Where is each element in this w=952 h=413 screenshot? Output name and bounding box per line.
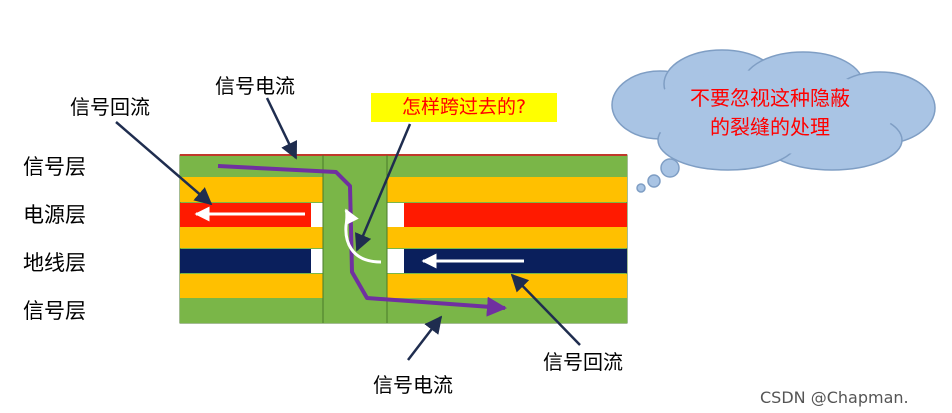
- dielectric-1-left: [180, 177, 323, 202]
- power-plane-gap-right: [387, 203, 404, 227]
- ground-plane-left: [180, 249, 311, 273]
- bubble-tail-large: [660, 158, 680, 178]
- annotation-return-current-bottom: 信号回流: [543, 350, 623, 374]
- ground-plane-gap-left: [311, 249, 323, 273]
- layer-label-signal-top: 信号层: [23, 155, 86, 179]
- question-callout: 怎样跨过去的?: [371, 93, 557, 122]
- pointer-signal-current-bottom: [407, 315, 443, 361]
- bubble-text-line1: 不要忽视这种隐蔽: [690, 86, 850, 110]
- bubble-text-line2: 的裂缝的处理: [710, 115, 830, 139]
- ground-plane-gap-right: [387, 249, 404, 273]
- layer-label-signal-bottom: 信号层: [23, 299, 86, 323]
- signal-current-path: [217, 164, 507, 317]
- power-plane-right: [404, 203, 627, 227]
- pointer-return-current-top: [115, 121, 213, 206]
- bubble-core: [645, 70, 895, 154]
- annotation-signal-current-bottom: 信号电流: [373, 373, 453, 397]
- dielectric-3-left: [180, 274, 323, 298]
- return-current-crossing: [344, 208, 382, 264]
- pointer-return-current-bottom: [510, 273, 581, 346]
- layer-label-power: 电源层: [23, 203, 86, 227]
- watermark: CSDN @Chapman.: [760, 388, 909, 407]
- bubble-tail-small: [636, 183, 646, 193]
- dielectric-2-left: [180, 227, 323, 248]
- annotation-signal-current-top: 信号电流: [215, 74, 295, 98]
- annotation-return-current-top: 信号回流: [70, 95, 150, 119]
- bubble-tail-medium: [647, 174, 661, 188]
- power-plane-gap-left: [311, 203, 323, 227]
- layer-label-ground: 地线层: [23, 251, 86, 275]
- pcb-stack: [179, 154, 628, 324]
- pointer-question: [355, 123, 412, 252]
- thought-bubble: [611, 49, 936, 193]
- dielectric-1-right: [387, 177, 627, 202]
- pointer-signal-current-top: [265, 97, 298, 160]
- dielectric-2-right: [387, 227, 627, 248]
- dielectric-3-right: [387, 274, 627, 298]
